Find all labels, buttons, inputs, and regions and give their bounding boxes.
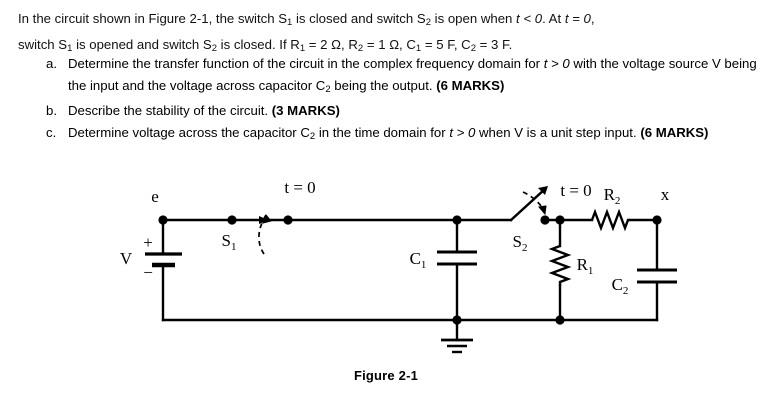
label-cap1: C1 bbox=[410, 249, 427, 271]
resistor-r2-symbol bbox=[590, 208, 630, 232]
resistor-r1-symbol bbox=[548, 244, 572, 286]
node-dot-e bbox=[158, 215, 168, 225]
label-node-e: e bbox=[151, 187, 159, 206]
node-dot-s1-left bbox=[227, 215, 237, 225]
intro-text-2f: = 5 F, C bbox=[421, 36, 471, 52]
question-marker-c: c. bbox=[46, 124, 57, 140]
intro-text-1b: is closed and switch S bbox=[292, 11, 426, 26]
label-cap2-letter: C bbox=[612, 275, 623, 294]
label-node-x: x bbox=[661, 185, 670, 204]
switch1-open-arrow bbox=[258, 214, 267, 255]
label-cap2: C2 bbox=[612, 275, 629, 297]
question-intro-line-1: In the circuit shown in Figure 2-1, the … bbox=[18, 8, 770, 34]
label-switch1-letter: S bbox=[222, 231, 231, 250]
intro-sub-c1: 1 bbox=[415, 42, 422, 54]
intro-text-2c: is closed. If R bbox=[217, 36, 300, 52]
item-c-italic-t: t > 0 bbox=[449, 124, 476, 140]
item-c-text-2: in the time domain for bbox=[315, 124, 450, 140]
intro-text-2a: switch S bbox=[18, 36, 68, 52]
item-c-text-1: Determine voltage across the capacitor C bbox=[68, 124, 310, 140]
intro-text-1a: In the circuit shown in Figure 2-1, the … bbox=[18, 11, 287, 26]
intro-text-2g: = 3 F. bbox=[476, 36, 513, 52]
label-res1-sub: 1 bbox=[588, 265, 594, 277]
question-intro: In the circuit shown in Figure 2-1, the … bbox=[18, 8, 770, 59]
switch2-blade-arrowhead bbox=[538, 186, 548, 195]
node-dot-c1-top bbox=[452, 215, 462, 225]
switch2-close-arrowhead bbox=[538, 205, 547, 216]
circuit-diagram: e x V + − S1 t = 0 S2 t = 0 C1 C2 R1 R2 bbox=[120, 178, 677, 354]
label-res1: R1 bbox=[577, 255, 594, 277]
label-cap1-letter: C bbox=[410, 249, 421, 268]
label-switch2-sub: 2 bbox=[522, 242, 528, 254]
question-item-a: a. Determine the transfer function of th… bbox=[46, 53, 772, 100]
intro-italic-t-lt-0: t < 0 bbox=[516, 11, 543, 26]
question-marker-b: b. bbox=[46, 103, 57, 118]
question-body-b: Describe the stability of the circuit. (… bbox=[68, 100, 772, 122]
label-switch2: S2 bbox=[513, 232, 528, 254]
intro-text-1d: . At bbox=[542, 11, 565, 26]
node-dot-s1-right bbox=[283, 215, 293, 225]
label-source-v: V bbox=[120, 249, 133, 268]
item-c-marks: (6 MARKS) bbox=[640, 124, 709, 140]
node-dot-s2-right bbox=[540, 215, 550, 225]
question-item-c: c. Determine voltage across the capacito… bbox=[46, 122, 772, 148]
question-item-b: b. Describe the stability of the circuit… bbox=[46, 100, 772, 122]
item-a-text-2: with the voltage source V being the inpu… bbox=[68, 56, 757, 93]
intro-sub-s2-b: 2 bbox=[211, 42, 217, 54]
label-res2-sub: 2 bbox=[615, 195, 621, 207]
question-item-list: a. Determine the transfer function of th… bbox=[46, 53, 772, 147]
node-dot-r1-bottom bbox=[555, 315, 565, 325]
intro-sub-s2: 2 bbox=[425, 17, 431, 28]
intro-sub-s1-b: 1 bbox=[67, 42, 73, 54]
item-b-marks: (3 MARKS) bbox=[271, 103, 340, 118]
switch2-blade-open bbox=[509, 187, 547, 222]
label-switch2-time: t = 0 bbox=[560, 181, 591, 200]
label-switch1: S1 bbox=[222, 231, 237, 253]
intro-text-2e: = 1 Ω, C bbox=[363, 36, 416, 52]
switch1-close-arrowhead bbox=[259, 216, 268, 224]
label-cap2-sub: 2 bbox=[623, 285, 629, 297]
label-res1-letter: R bbox=[577, 255, 589, 274]
label-switch2-letter: S bbox=[513, 232, 522, 251]
label-source-plus: + bbox=[143, 233, 153, 252]
figure-caption-text: Figure 2-1 bbox=[353, 368, 419, 383]
item-a-text-3: being the output. bbox=[330, 77, 437, 93]
intro-text-2b: is opened and switch S bbox=[72, 36, 212, 52]
intro-italic-t-eq-0: t = 0 bbox=[564, 11, 591, 26]
label-cap1-sub: 1 bbox=[421, 259, 427, 271]
figure-caption: Figure 2-1 bbox=[0, 368, 782, 383]
intro-text-2d: = 2 Ω, R bbox=[305, 36, 358, 52]
item-a-marks: (6 MARKS) bbox=[436, 77, 505, 93]
label-source-minus: − bbox=[143, 263, 153, 282]
item-a-sub-c2: 2 bbox=[325, 83, 331, 95]
node-dot-x bbox=[652, 215, 662, 225]
intro-sub-r1: 1 bbox=[299, 42, 306, 54]
item-c-text-3: when V is a unit step input. bbox=[475, 124, 641, 140]
intro-text-1e: , bbox=[590, 11, 595, 26]
question-marker-a: a. bbox=[46, 56, 57, 71]
question-body-c: Determine voltage across the capacitor C… bbox=[68, 122, 772, 148]
intro-sub-s1: 1 bbox=[287, 17, 293, 28]
item-a-italic-t: t > 0 bbox=[543, 56, 570, 71]
question-body-a: Determine the transfer function of the c… bbox=[68, 53, 772, 100]
node-dot-c1-bottom bbox=[452, 315, 462, 325]
label-res2-letter: R bbox=[604, 185, 616, 204]
item-a-text-1: Determine the transfer function of the c… bbox=[68, 56, 544, 71]
item-b-text-1: Describe the stability of the circuit. bbox=[68, 103, 272, 118]
label-switch1-time: t = 0 bbox=[284, 178, 315, 197]
intro-sub-c2: 2 bbox=[470, 42, 476, 54]
item-c-sub-c2: 2 bbox=[309, 130, 316, 142]
intro-text-1c: is open when bbox=[431, 11, 517, 26]
label-switch1-sub: 1 bbox=[231, 241, 237, 253]
intro-sub-r2: 2 bbox=[357, 42, 364, 54]
question-intro-line-2: switch S1 is opened and switch S2 is clo… bbox=[18, 34, 770, 60]
node-dot-r1-top bbox=[555, 215, 565, 225]
label-res2: R2 bbox=[604, 185, 621, 207]
